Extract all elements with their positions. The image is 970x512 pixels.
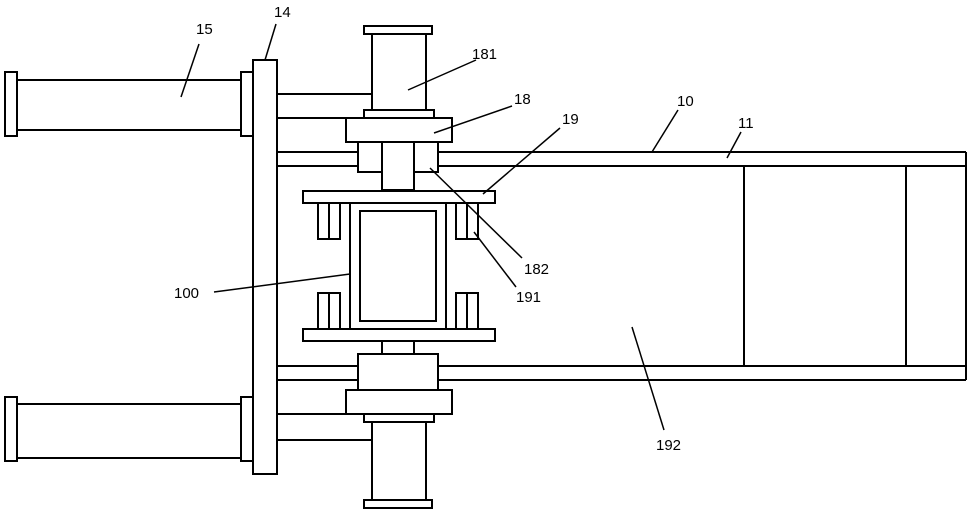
callout-14: 14 [274, 4, 291, 21]
callout-19: 19 [562, 111, 579, 128]
callout-100: 100 [174, 285, 199, 302]
upper-cylinder-body [372, 34, 426, 110]
leader-192 [632, 327, 664, 430]
callout-192: 192 [656, 437, 681, 454]
lower-cylinder-body [372, 422, 426, 500]
callout-11: 11 [738, 115, 754, 132]
cylinder-lower [5, 397, 253, 461]
lower-bracket [346, 390, 452, 414]
leader-11 [727, 132, 741, 158]
upper-cylinder-cap [364, 26, 432, 34]
upper-rod [382, 142, 414, 190]
leader-191 [474, 232, 516, 287]
upper-clamp-assembly [346, 26, 452, 190]
lower-cylinder-cap [364, 500, 432, 508]
lower-clamp-assembly [346, 341, 452, 508]
workpiece-inner [360, 211, 436, 321]
callout-191: 191 [516, 289, 541, 306]
upper-seat-plate [303, 191, 495, 203]
callout-15: 15 [196, 21, 213, 38]
callout-181: 181 [472, 46, 497, 63]
callout-10: 10 [677, 93, 694, 110]
slide-seat [303, 191, 495, 341]
leader-14 [265, 24, 276, 60]
leader-100 [214, 274, 350, 292]
callout-18: 18 [514, 91, 531, 108]
leader-10 [652, 110, 678, 152]
callout-182: 182 [524, 261, 549, 278]
leader-19 [483, 128, 560, 194]
cylinder-upper [5, 72, 253, 136]
upper-bracket [346, 118, 452, 142]
lower-seat-plate [303, 329, 495, 341]
mounting-plate [253, 60, 277, 474]
